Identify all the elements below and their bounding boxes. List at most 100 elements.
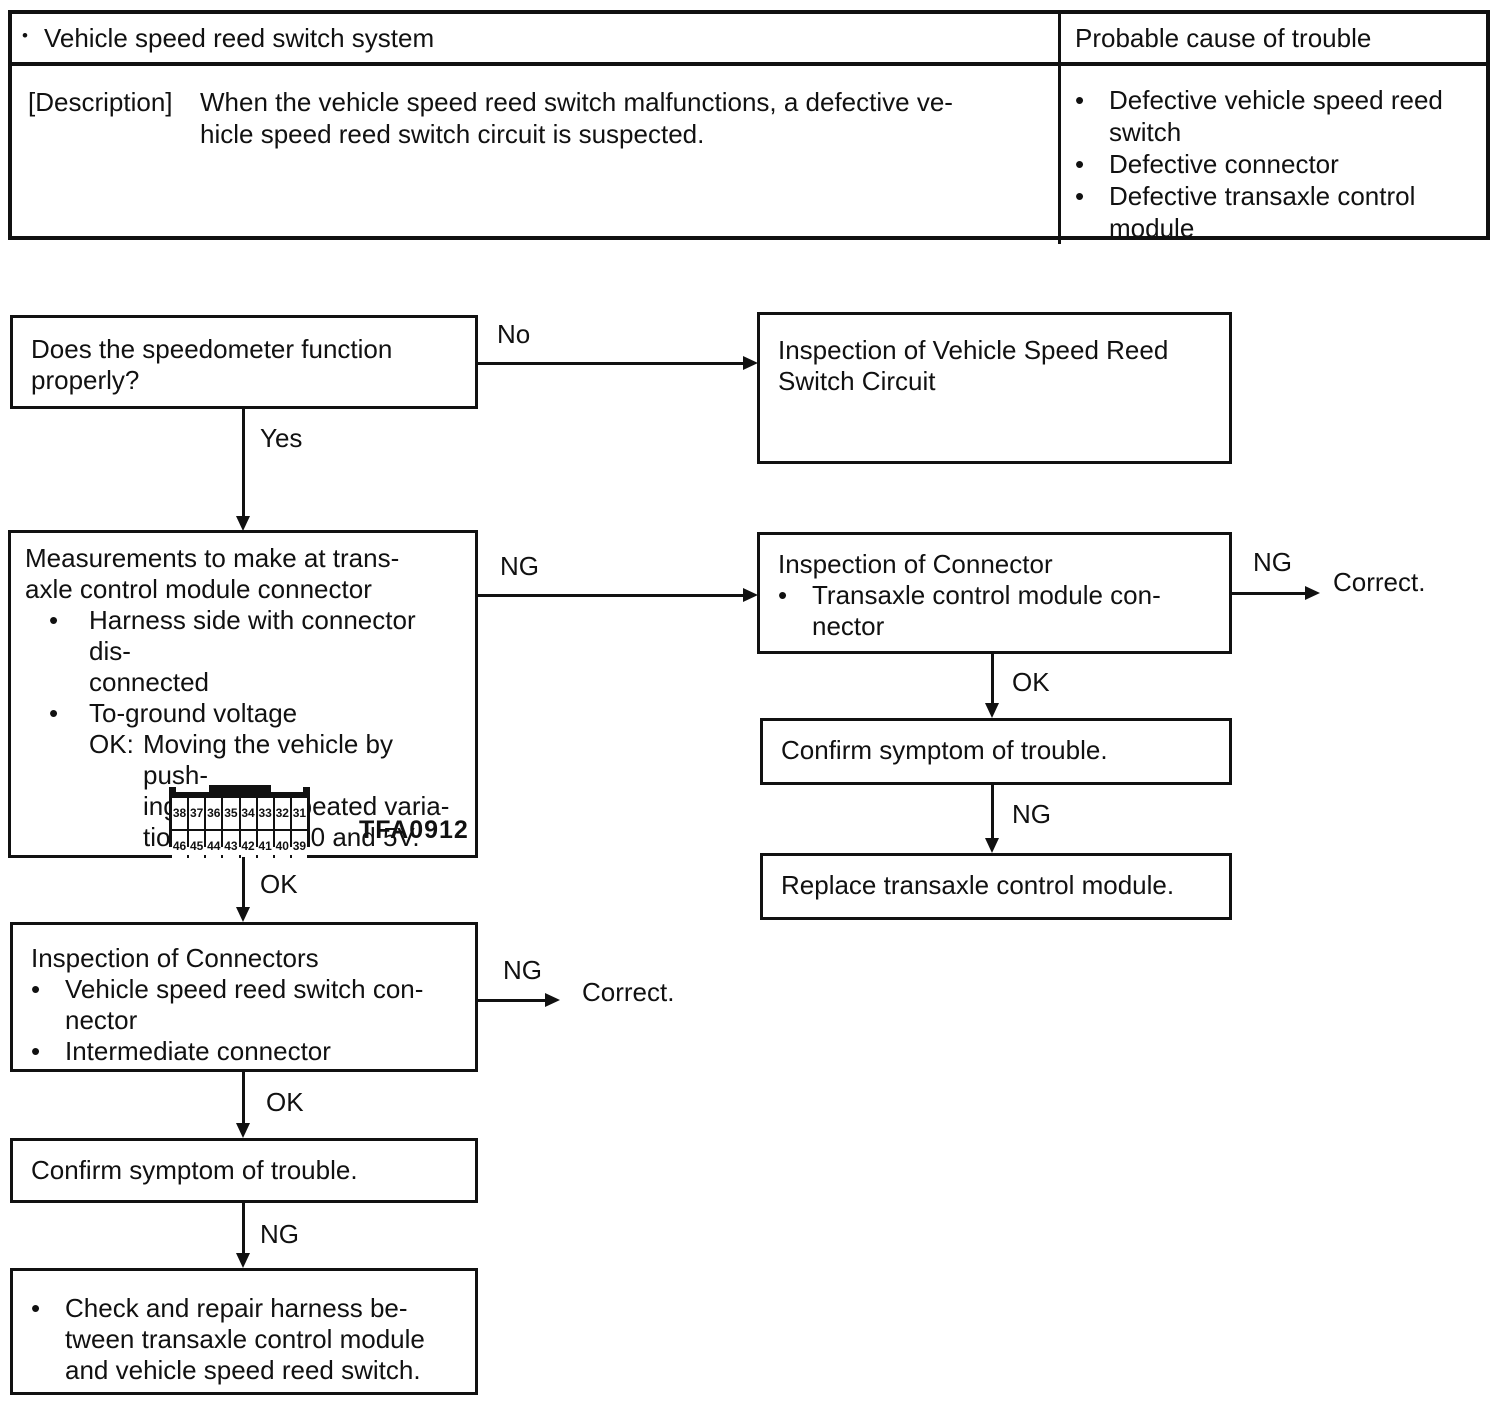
bullet-icon: • xyxy=(778,580,788,610)
flow-box-measurements: Measurements to make at trans- axle cont… xyxy=(8,530,478,862)
box-title: Inspection of Connector xyxy=(778,549,1053,579)
pin-cell: 46 xyxy=(172,831,188,862)
description-cell: [Description] When the vehicle speed ree… xyxy=(12,66,1061,244)
label-ok: OK xyxy=(260,869,298,899)
cause-item: • Defective connector xyxy=(1075,148,1480,180)
label-ok: OK xyxy=(266,1087,304,1117)
box-text: Does the speedometer function properly? xyxy=(31,334,393,395)
label-ng: NG xyxy=(1253,547,1292,577)
label-ng: NG xyxy=(260,1219,299,1249)
arrow-ng-line xyxy=(477,594,745,597)
flow-box-repair-harness: • Check and repair harness be- tween tra… xyxy=(10,1268,478,1395)
label-ng: NG xyxy=(1012,799,1051,829)
measurements-title: Measurements to make at trans- axle cont… xyxy=(25,543,400,604)
measurements-bullet-item: • To-ground voltage xyxy=(25,698,461,729)
cause-item: • Defective vehicle speed reed switch xyxy=(1075,84,1480,148)
connector-pinout-figure: 38 37 36 35 34 33 32 31 46 45 44 43 42 4… xyxy=(169,785,310,862)
bullet-text: To-ground voltage xyxy=(89,698,298,728)
connector-notch xyxy=(169,787,176,793)
flow-box-circuit-inspection: Inspection of Vehicle Speed Reed Switch … xyxy=(757,312,1232,464)
label-ng: NG xyxy=(500,551,539,581)
flow-box-connector-inspection: Inspection of Connector • Transaxle cont… xyxy=(757,532,1232,654)
description-label: [Description] xyxy=(28,87,173,117)
arrow-yes-line xyxy=(242,408,245,518)
pin-cell: 36 xyxy=(206,798,222,829)
pin-cell: 31 xyxy=(291,798,307,829)
measurements-bullet-item: • Harness side with connector dis- conne… xyxy=(25,605,461,698)
box-bullet-item: • Transaxle control module con- nector xyxy=(778,580,1211,642)
pin-cell: 44 xyxy=(206,831,222,862)
bullet-text: Intermediate connector xyxy=(65,1036,331,1066)
label-correct: Correct. xyxy=(582,977,675,1007)
figure-id-label: TFA0912 xyxy=(359,816,469,844)
arrow-ng-line xyxy=(1231,592,1307,595)
bullet-text: Transaxle control module con- nector xyxy=(812,580,1161,641)
box-bullet-item: • Vehicle speed reed switch con- nector xyxy=(31,974,457,1036)
pin-cell: 41 xyxy=(257,831,273,862)
arrow-ok-head xyxy=(236,1123,250,1138)
pin-cell: 35 xyxy=(223,798,239,829)
cause-item: • Defective transaxle control module xyxy=(1075,180,1480,244)
bullet-icon: • xyxy=(31,1036,41,1066)
bullet-icon: • xyxy=(1075,85,1085,115)
label-yes: Yes xyxy=(260,423,303,453)
connector-notch xyxy=(303,787,310,793)
bullet-icon: • xyxy=(1075,181,1085,211)
box-text: Inspection of Vehicle Speed Reed Switch … xyxy=(778,335,1169,396)
pin-cell: 39 xyxy=(291,831,307,862)
arrow-ng-line xyxy=(477,999,547,1002)
table-title: Vehicle speed reed switch system xyxy=(43,23,435,53)
pin-cell: 40 xyxy=(274,831,290,862)
bullet-icon: • xyxy=(1075,149,1085,179)
description-text: When the vehicle speed reed switch malfu… xyxy=(200,87,953,149)
cause-text: Defective vehicle speed reed switch xyxy=(1109,85,1443,147)
arrow-yes-head xyxy=(236,516,250,531)
arrow-no-head xyxy=(743,356,758,370)
label-ok: OK xyxy=(1012,667,1050,697)
bullet-text: Check and repair harness be- tween trans… xyxy=(65,1293,425,1385)
arrow-ng-head xyxy=(545,993,560,1007)
pin-cell: 38 xyxy=(172,798,188,829)
ok-prefix: OK: xyxy=(89,729,134,759)
causes-cell: • Defective vehicle speed reed switch • … xyxy=(1061,66,1486,244)
flow-box-connectors-inspection: Inspection of Connectors • Vehicle speed… xyxy=(10,922,478,1072)
bullet-icon: • xyxy=(49,698,59,728)
label-no: No xyxy=(497,319,531,349)
arrow-ng-head xyxy=(1305,586,1320,600)
probable-cause-table: • Vehicle speed reed switch system Proba… xyxy=(8,10,1490,244)
arrow-ng-line xyxy=(991,784,994,840)
flow-box-confirm-symptom-right: Confirm symptom of trouble. xyxy=(760,718,1232,785)
arrow-ng-head xyxy=(985,838,999,853)
connector-pin-row-top: 38 37 36 35 34 33 32 31 xyxy=(172,798,307,829)
label-ng: NG xyxy=(503,955,542,985)
bullet-text: Vehicle speed reed switch con- nector xyxy=(65,974,424,1035)
connector-tab xyxy=(209,785,271,793)
arrow-ok-head xyxy=(985,703,999,718)
cause-text: Defective connector xyxy=(1109,149,1339,179)
pin-cell: 42 xyxy=(240,831,256,862)
flow-box-speedometer-question: Does the speedometer function properly? xyxy=(10,315,478,409)
probable-cause-header: Probable cause of trouble xyxy=(1061,14,1486,66)
pin-cell: 34 xyxy=(240,798,256,829)
cause-text: Defective transaxle control module xyxy=(1109,181,1416,243)
arrow-ok-line xyxy=(991,652,994,706)
arrow-no-line xyxy=(477,362,745,365)
pin-cell: 32 xyxy=(274,798,290,829)
pin-cell: 43 xyxy=(223,831,239,862)
box-bullet-item: • Check and repair harness be- tween tra… xyxy=(31,1293,457,1386)
box-text: Confirm symptom of trouble. xyxy=(781,735,1108,765)
box-text: Replace transaxle control module. xyxy=(781,870,1175,900)
box-bullet-item: • Intermediate connector xyxy=(31,1036,457,1067)
label-correct: Correct. xyxy=(1333,567,1426,597)
flow-box-confirm-symptom-left: Confirm symptom of trouble. xyxy=(10,1138,478,1203)
arrow-ng-head xyxy=(743,588,758,602)
bullet-icon: • xyxy=(22,26,28,45)
arrow-ok-line xyxy=(242,857,245,909)
flow-box-replace-module: Replace transaxle control module. xyxy=(760,853,1232,920)
bullet-icon: • xyxy=(49,605,59,635)
bullet-text: Harness side with connector dis- connect… xyxy=(89,605,416,697)
arrow-ng-head xyxy=(236,1253,250,1268)
probable-cause-header-label: Probable cause of trouble xyxy=(1075,23,1372,53)
arrow-ok-head xyxy=(236,907,250,922)
